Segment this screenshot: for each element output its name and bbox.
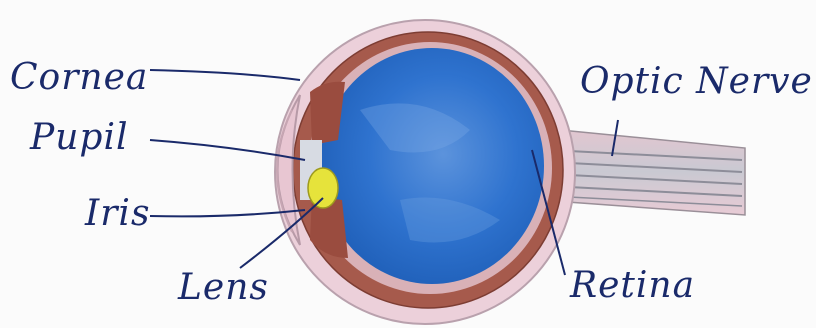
lens-label: Lens xyxy=(178,270,269,306)
iris-label: Iris xyxy=(85,196,150,232)
vitreous-shape xyxy=(320,48,544,284)
cornea-pointer xyxy=(150,70,300,80)
pupil-label: Pupil xyxy=(30,120,128,156)
cornea-label: Cornea xyxy=(10,60,148,96)
optic-nerve-label: Optic Nerve xyxy=(580,64,813,100)
retina-label: Retina xyxy=(570,268,695,304)
lens-shape xyxy=(308,168,338,208)
